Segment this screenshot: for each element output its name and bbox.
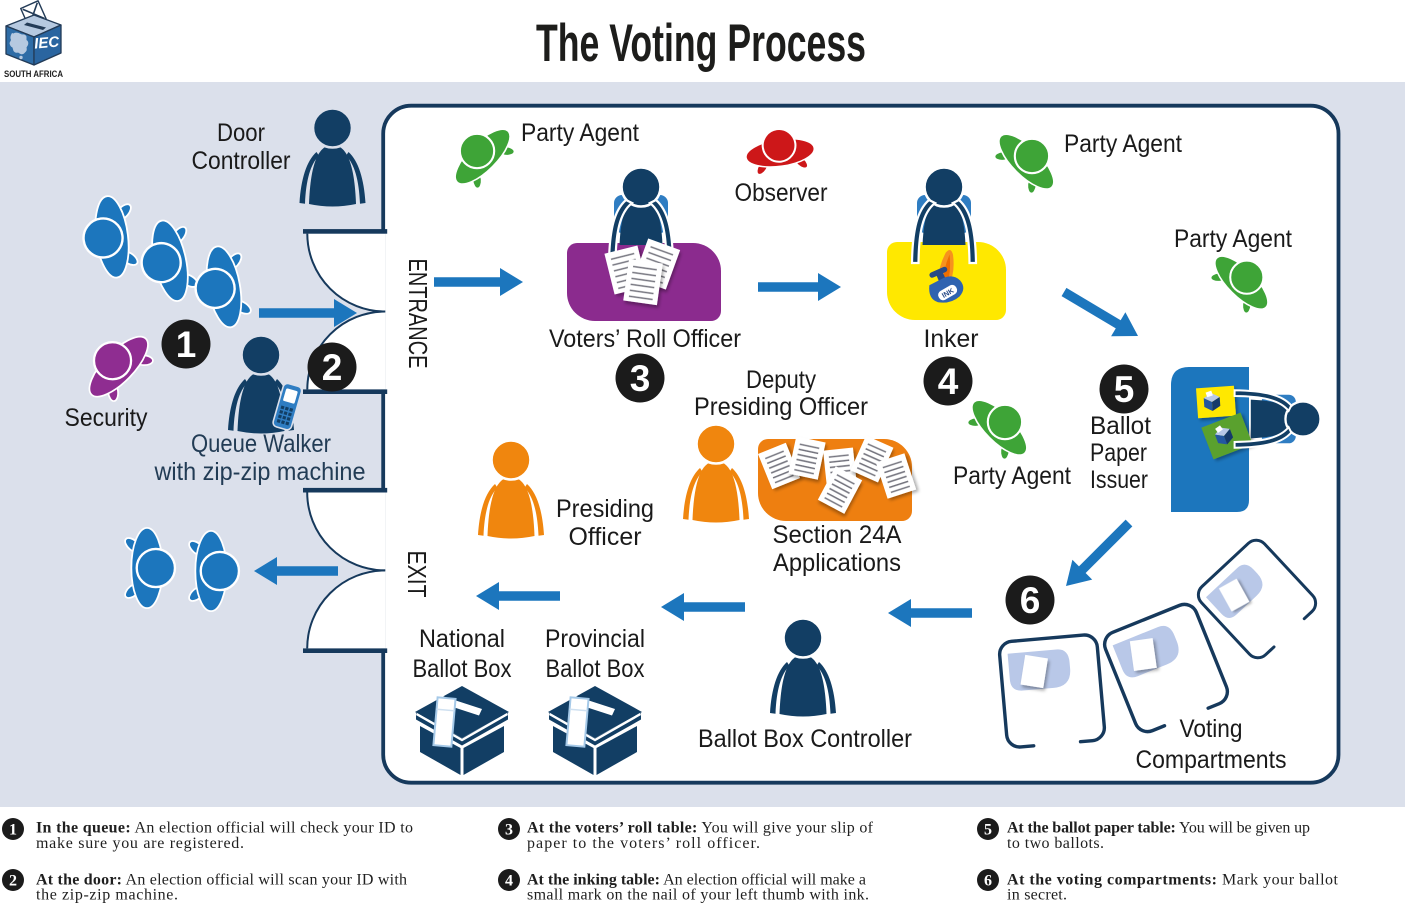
svg-text:Officer: Officer: [569, 523, 642, 551]
svg-text:3: 3: [505, 822, 513, 839]
svg-text:Issuer: Issuer: [1090, 466, 1148, 494]
svg-text:Provincial: Provincial: [545, 625, 645, 653]
svg-text:At the inking table: An electi: At the inking table: An election officia…: [527, 872, 866, 889]
svg-text:Inker: Inker: [924, 325, 979, 353]
svg-text:Ballot: Ballot: [1090, 412, 1151, 440]
svg-text:6: 6: [984, 873, 992, 890]
svg-text:2: 2: [322, 347, 343, 388]
svg-text:Presiding: Presiding: [556, 495, 654, 523]
svg-text:Applications: Applications: [773, 549, 901, 577]
svg-text:paper to the voters’ roll offi: paper to the voters’ roll officer.: [527, 835, 760, 852]
svg-text:EXIT: EXIT: [402, 551, 432, 598]
svg-text:Compartments: Compartments: [1136, 746, 1287, 774]
svg-text:At the door: An election offic: At the door: An election official will s…: [36, 872, 407, 889]
svg-text:2: 2: [9, 873, 17, 890]
svg-text:to two ballots.: to two ballots.: [1007, 835, 1104, 852]
svg-text:Controller: Controller: [192, 147, 291, 175]
svg-text:Presiding Officer: Presiding Officer: [694, 393, 868, 421]
svg-text:At the voters’ roll table: You: At the voters’ roll table: You will give…: [527, 820, 874, 837]
svg-text:ENTRANCE: ENTRANCE: [403, 259, 433, 369]
svg-text:National: National: [419, 625, 505, 653]
svg-text:At the ballot paper table: You: At the ballot paper table: You will be g…: [1007, 820, 1310, 837]
svg-text:5: 5: [1114, 369, 1135, 410]
svg-text:with zip-zip machine: with zip-zip machine: [154, 458, 366, 486]
svg-text:Section 24A: Section 24A: [773, 521, 902, 549]
svg-text:1: 1: [9, 822, 17, 839]
svg-text:4: 4: [938, 361, 959, 402]
svg-text:Door: Door: [217, 119, 265, 147]
svg-text:In the queue: An election offi: In the queue: An election official will …: [36, 820, 413, 837]
svg-text:4: 4: [505, 873, 513, 890]
svg-text:Queue Walker: Queue Walker: [191, 430, 331, 458]
svg-text:Observer: Observer: [735, 179, 828, 207]
svg-text:Party Agent: Party Agent: [1174, 225, 1292, 253]
svg-text:Ballot Box: Ballot Box: [546, 655, 645, 683]
svg-text:At the voting compartments: Ma: At the voting compartments: Mark your ba…: [1007, 872, 1339, 889]
svg-text:Party Agent: Party Agent: [521, 119, 639, 147]
svg-text:Security: Security: [65, 404, 148, 432]
svg-text:Party Agent: Party Agent: [1064, 130, 1182, 158]
svg-text:Party Agent: Party Agent: [953, 462, 1071, 490]
svg-text:in secret.: in secret.: [1007, 887, 1067, 904]
svg-text:The Voting Process: The Voting Process: [536, 14, 866, 73]
svg-text:Voting: Voting: [1180, 715, 1243, 743]
svg-text:Deputy: Deputy: [746, 366, 816, 394]
svg-text:6: 6: [1020, 580, 1041, 621]
svg-text:3: 3: [630, 358, 651, 399]
svg-text:small mark on the nail of your: small mark on the nail of your left thum…: [527, 887, 869, 904]
svg-text:SOUTH AFRICA: SOUTH AFRICA: [4, 69, 63, 79]
svg-text:the zip-zip machine.: the zip-zip machine.: [36, 887, 178, 904]
svg-text:make sure you are registered.: make sure you are registered.: [36, 835, 244, 852]
svg-text:IEC: IEC: [33, 33, 61, 52]
svg-text:1: 1: [176, 324, 197, 365]
svg-text:Voters’ Roll Officer: Voters’ Roll Officer: [549, 325, 741, 353]
svg-text:Paper: Paper: [1090, 439, 1147, 467]
svg-text:Ballot Box: Ballot Box: [413, 655, 512, 683]
svg-text:5: 5: [984, 822, 992, 839]
svg-text:Ballot Box Controller: Ballot Box Controller: [698, 725, 912, 753]
